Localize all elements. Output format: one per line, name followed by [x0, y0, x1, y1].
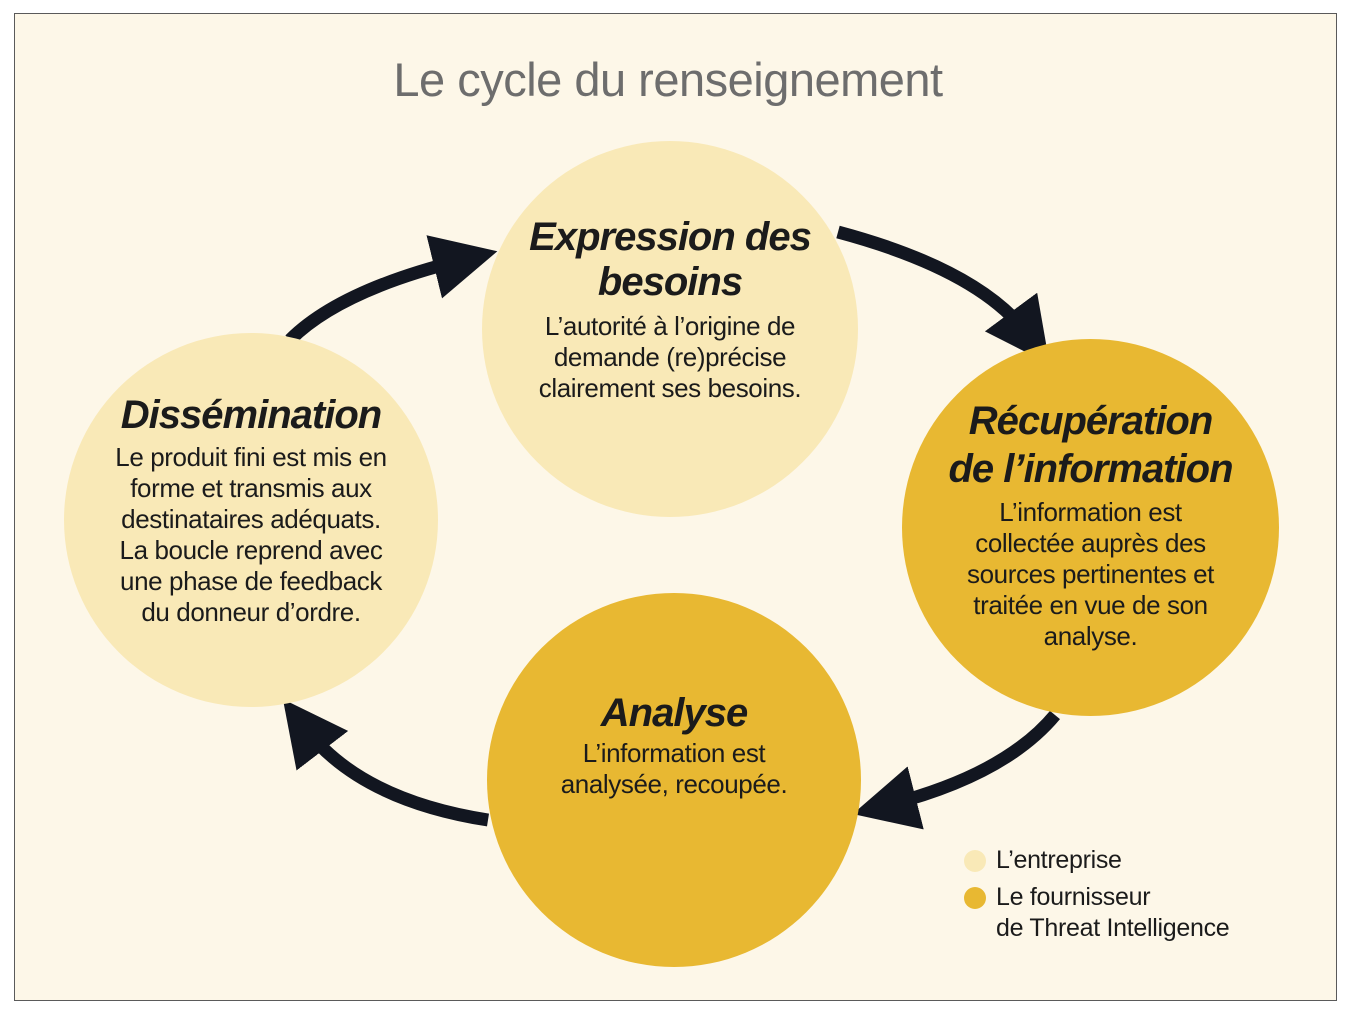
legend-item-fournisseur: Le fournisseur de Threat Intelligence [964, 882, 1230, 944]
legend-swatch-provider [964, 887, 986, 909]
page-title: Le cycle du renseignement [393, 53, 943, 106]
node-analyse: Analyse L’information est analysée, reco… [487, 593, 861, 967]
node-description: L’information est analysée, recoupée. [560, 737, 788, 799]
arrow-expression-to-recuperation [836, 225, 1050, 365]
arrow-dissemination-to-expression [285, 235, 498, 345]
legend-label: Le fournisseur de Threat Intelligence [996, 883, 1230, 942]
node-description: L’information est collectée auprès des s… [966, 497, 1214, 651]
legend-item-entreprise: L’entreprise [964, 845, 1229, 876]
node-title: Récupération de l’information [948, 399, 1234, 491]
node-title: Dissémination [120, 392, 382, 437]
legend-swatch-enterprise [964, 850, 986, 872]
legend-label: L’entreprise [996, 846, 1122, 874]
node-description: Le produit fini est mis en forme et tran… [115, 441, 387, 627]
arrow-analyse-to-dissemination [282, 699, 490, 827]
legend: L’entreprise Le fournisseur de Threat In… [964, 845, 1230, 944]
node-dissemination: Dissémination Le produit fini est mis en… [64, 333, 438, 707]
node-recuperation-information: Récupération de l’information L’informat… [902, 339, 1279, 716]
node-title: Expression des besoins [529, 214, 812, 304]
node-description: L’autorité à l’origine de demande (re)pr… [538, 310, 802, 403]
node-title: Analyse [600, 690, 748, 735]
node-expression-des-besoins: Expression des besoins L’autorité à l’or… [482, 141, 858, 517]
arrow-recuperation-to-analyse [852, 710, 1060, 830]
